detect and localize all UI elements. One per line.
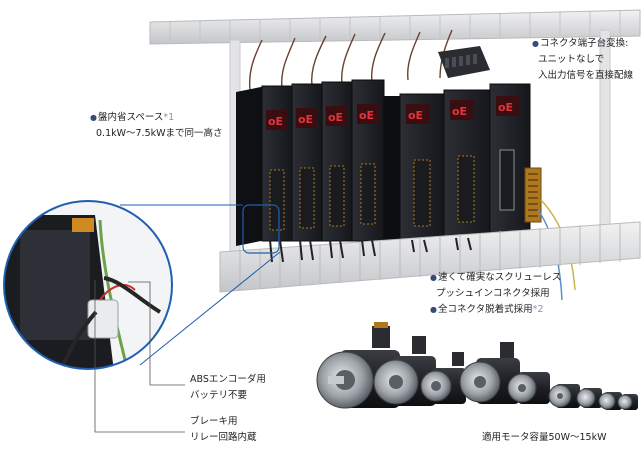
- label-brake-relay: ブレーキ用 リレー回路内蔵: [190, 414, 257, 446]
- drive-display: oE: [268, 115, 283, 128]
- motor-medium-1: [420, 352, 466, 404]
- drive-display: oE: [498, 101, 513, 114]
- label-text: ABSエンコーダ用: [190, 374, 266, 385]
- motor-small-3: [576, 388, 602, 408]
- label-connector-terminal: ●コネクタ端子台変換: ユニットなしで 入出力信号を直接配線: [532, 36, 633, 84]
- label-text: 適用モータ容量50W～15kW: [482, 432, 607, 443]
- label-panel-space: ●盤内省スペース*1 0.1kW～7.5kWまで同一高さ: [90, 110, 223, 142]
- footnote-mark: *1: [163, 112, 175, 123]
- motor-small-4: [598, 392, 622, 410]
- motor-small-1: [507, 372, 550, 404]
- bullet-icon: ●: [532, 39, 539, 48]
- label-text: 全コネクタ脱着式採用: [437, 304, 533, 315]
- bullet-icon: ●: [430, 273, 437, 282]
- drive-display: oE: [328, 111, 343, 124]
- drive-display: oE: [359, 109, 374, 122]
- terminal-block-top: [438, 46, 490, 78]
- label-text: 速くて確実なスクリューレス: [437, 272, 562, 283]
- label-text: バッテリ不要: [190, 390, 248, 401]
- label-abs-encoder: ABSエンコーダ用 バッテリ不要: [190, 372, 266, 404]
- drive-display: oE: [452, 105, 467, 118]
- bottom-cables: [269, 237, 472, 263]
- drive-display: oE: [408, 109, 423, 122]
- label-motor-capacity: 適用モータ容量50W～15kW: [482, 430, 606, 446]
- footnote-mark: *2: [532, 304, 544, 315]
- label-text: 入出力信号を直接配線: [538, 70, 634, 81]
- servo-motors: [316, 322, 638, 410]
- label-text: ブレーキ用: [190, 416, 238, 427]
- label-text: 0.1kW～7.5kWまで同一高さ: [96, 128, 223, 139]
- zoom-callout: [3, 200, 281, 433]
- bullet-icon: ●: [430, 305, 437, 314]
- label-text: プッシュインコネクタ採用: [436, 288, 550, 299]
- label-screwless-connector: ●速くて確実なスクリューレス プッシュインコネクタ採用 ●全コネクタ脱着式採用*…: [430, 270, 561, 318]
- label-text: コネクタ端子台変換:: [539, 38, 629, 49]
- label-text: 盤内省スペース: [97, 112, 164, 123]
- label-text: リレー回路内蔵: [190, 432, 257, 443]
- top-wiring-duct: [149, 9, 641, 45]
- bullet-icon: ●: [90, 113, 97, 122]
- servo-drive-row: oE oE oE oE oE: [236, 79, 531, 246]
- motor-small-2: [548, 384, 580, 408]
- top-wires: [248, 29, 453, 91]
- label-text: ユニットなしで: [538, 54, 605, 65]
- bottom-wiring-duct: [219, 221, 641, 293]
- motor-small-5: [617, 394, 638, 410]
- drive-display: oE: [298, 113, 313, 126]
